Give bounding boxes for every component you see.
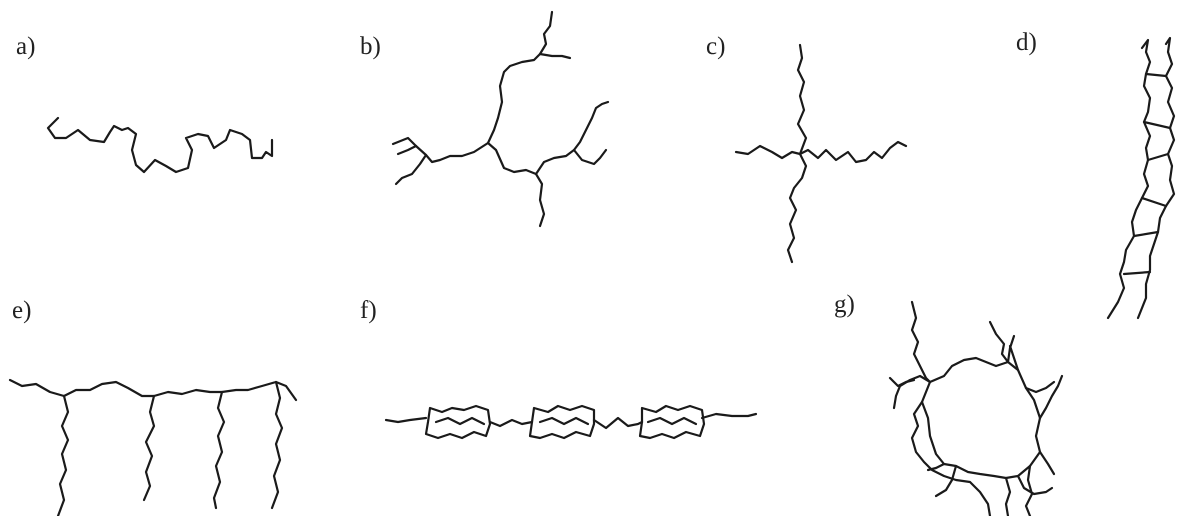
panel-e-comb-polymer	[8, 378, 298, 516]
panel-label-g: g)	[834, 291, 855, 318]
panel-b-branched-chain	[391, 10, 610, 228]
panel-c-star-polymer	[734, 43, 908, 264]
panel-label-d: d)	[1016, 29, 1037, 56]
panel-f-ring-chain	[384, 404, 758, 440]
panel-label-a: a)	[16, 33, 36, 60]
panel-d-ladder-polymer	[1106, 36, 1176, 320]
panel-label-f: f)	[360, 297, 377, 324]
panel-label-b: b)	[360, 33, 381, 60]
panel-label-e: e)	[12, 297, 32, 324]
panel-g-network-polymer	[888, 300, 1064, 516]
panel-a-linear-chain	[46, 116, 274, 174]
panel-label-c: c)	[706, 33, 726, 60]
